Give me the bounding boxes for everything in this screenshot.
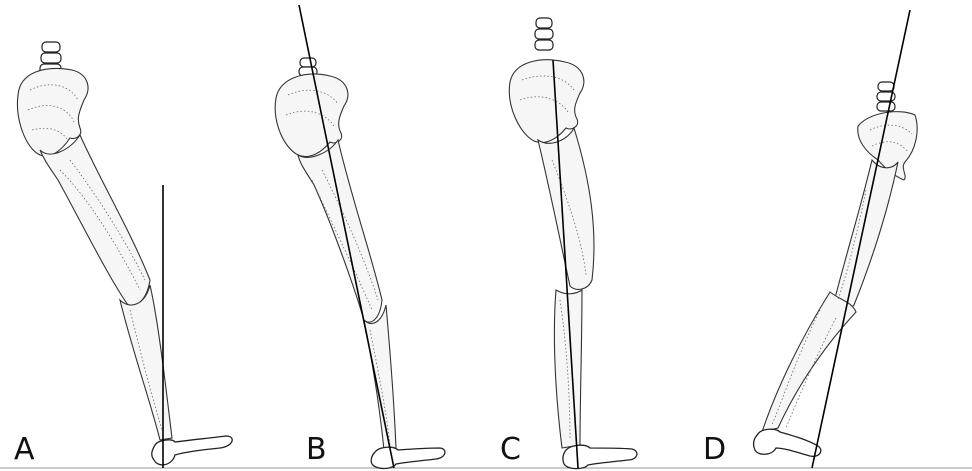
panel-b-figure xyxy=(275,5,445,469)
panel-b-foot xyxy=(371,447,445,468)
panel-a-figure xyxy=(17,42,232,468)
panel-label-c: C xyxy=(500,432,521,467)
panel-d-figure xyxy=(754,10,918,468)
panel-b-shank xyxy=(364,305,396,450)
panel-d-gravity-line xyxy=(812,10,910,468)
panel-d-foot xyxy=(754,429,821,456)
panel-c-foot xyxy=(563,445,637,468)
panel-c-spine xyxy=(535,18,553,50)
panel-d-shank xyxy=(762,292,856,432)
panel-label-b: B xyxy=(306,432,327,467)
panel-a-thigh xyxy=(40,135,150,306)
panel-label-d: D xyxy=(703,432,726,467)
panel-c-figure xyxy=(509,18,637,469)
panel-a-foot xyxy=(152,436,232,465)
panel-label-a: A xyxy=(14,432,35,467)
panel-b-gravity-line xyxy=(299,5,394,468)
panel-d-thigh xyxy=(834,160,898,309)
panel-b-spine xyxy=(299,58,317,76)
panel-b-thigh xyxy=(298,140,382,322)
panel-a-shank xyxy=(120,285,172,440)
